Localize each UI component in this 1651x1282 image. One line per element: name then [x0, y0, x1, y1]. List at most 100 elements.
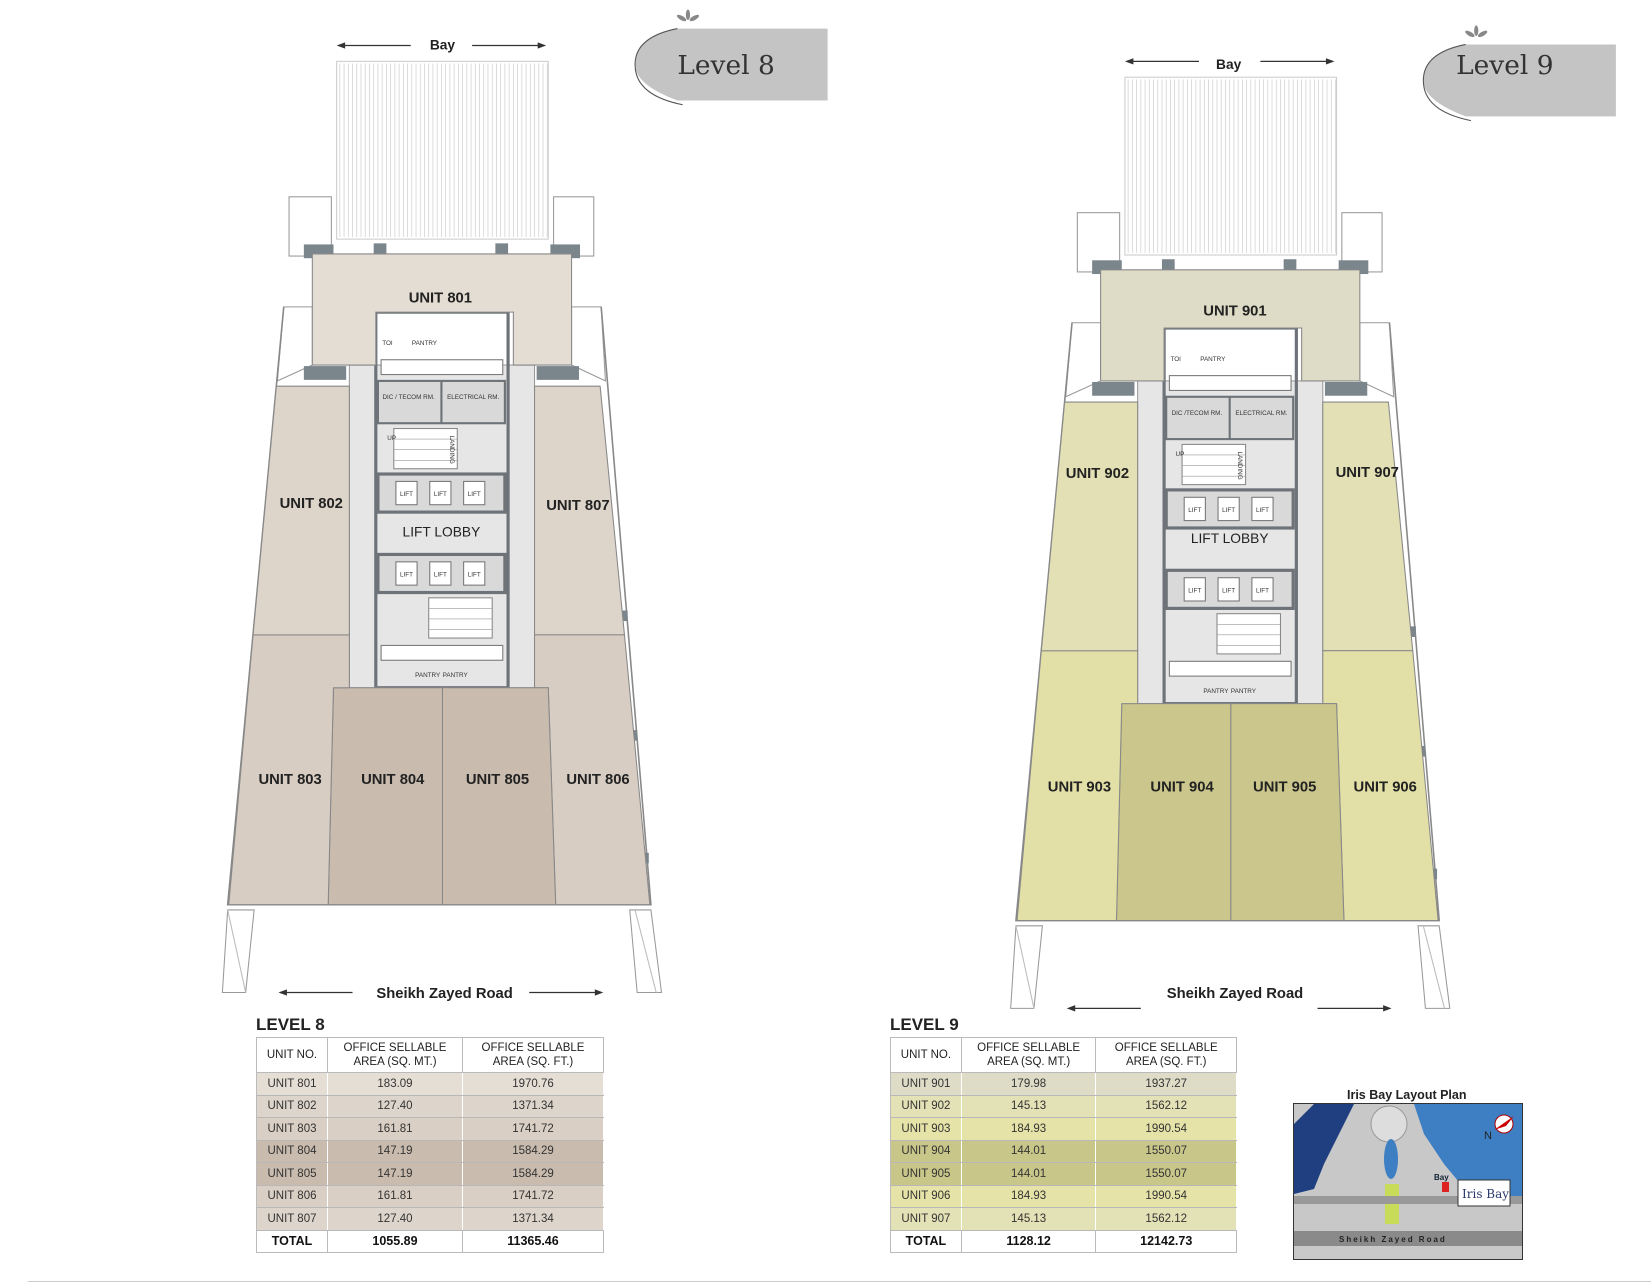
pantry-label: PANTRY — [412, 340, 438, 347]
pantry-label: PANTRY — [443, 672, 469, 679]
table-cell: UNIT 804 — [256, 1139, 328, 1163]
table-cell: 147.19 — [327, 1139, 463, 1163]
pantry-label: PANTRY — [1231, 688, 1257, 695]
unit-801-label: UNIT 801 — [409, 291, 472, 307]
unit-area-902 — [1040, 401, 1139, 652]
unit-906-label: UNIT 906 — [1354, 779, 1417, 795]
level-9-table-title: LEVEL 9 — [890, 1015, 959, 1034]
table-cell: 1562.12 — [1095, 1094, 1237, 1118]
column-header: OFFICE SELLABLE AREA (SQ. FT.) — [462, 1037, 604, 1073]
map-north-label: N — [1484, 1130, 1492, 1142]
level-9-tab: Level 9 — [1456, 50, 1553, 81]
layout-plan-title: Iris Bay Layout Plan — [1347, 1088, 1467, 1102]
toilet-label: TOI — [1171, 356, 1182, 363]
electrical-room-label: ELECTRICAL RM. — [1235, 410, 1287, 417]
lift-lobby-label: LIFT LOBBY — [403, 524, 481, 539]
unit-807-label: UNIT 807 — [546, 498, 609, 514]
table-cell: 1371.34 — [462, 1094, 604, 1118]
table-cell: UNIT 907 — [890, 1207, 962, 1231]
lift-label: LIFT — [1222, 588, 1235, 595]
column-header: OFFICE SELLABLE AREA (SQ. MT.) — [960, 1037, 1097, 1073]
unit-area-802 — [252, 385, 350, 636]
table-cell: 1741.72 — [462, 1184, 604, 1208]
unit-area-905 — [1230, 703, 1345, 922]
map-road-label: Sheikh Zayed Road — [1339, 1235, 1447, 1244]
table-cell: 1550.07 — [1095, 1162, 1237, 1186]
table-cell: UNIT 807 — [256, 1207, 328, 1231]
lift-label: LIFT — [468, 572, 481, 579]
table-cell: 1371.34 — [462, 1207, 604, 1231]
lift-label: LIFT — [434, 572, 447, 579]
dic-room-label: DIC /TECOM RM. — [1172, 410, 1223, 417]
unit-area-805 — [441, 687, 557, 906]
unit-903-label: UNIT 903 — [1048, 779, 1111, 795]
table-cell: UNIT 803 — [256, 1117, 328, 1141]
table-cell: 145.13 — [960, 1094, 1097, 1118]
total-cell: 1055.89 — [327, 1229, 463, 1253]
road-label: Sheikh Zayed Road — [1167, 986, 1304, 1002]
table-cell: 1741.72 — [462, 1117, 604, 1141]
total-cell: 11365.46 — [462, 1229, 604, 1253]
table-cell: UNIT 806 — [256, 1184, 328, 1208]
level-8-area-table: UNIT NO.OFFICE SELLABLE AREA (SQ. MT.)OF… — [256, 1037, 604, 1253]
table-cell: 183.09 — [327, 1072, 463, 1096]
total-cell: TOTAL — [890, 1229, 962, 1253]
level-8-floor-plan: Level 8 Bay Sheikh Zayed Road LIFT LOBBY… — [220, 7, 830, 1002]
table-cell: 161.81 — [327, 1184, 463, 1208]
table-cell: UNIT 905 — [890, 1162, 962, 1186]
toilet-label: TOI — [382, 340, 393, 347]
column-header: UNIT NO. — [256, 1037, 328, 1073]
unit-area-904 — [1115, 703, 1232, 922]
lift-label: LIFT — [434, 491, 447, 498]
table-cell: 147.19 — [327, 1162, 463, 1186]
unit-area-901 — [1100, 269, 1361, 382]
table-cell: 1550.07 — [1095, 1139, 1237, 1163]
level-8-tab: Level 8 — [677, 50, 774, 81]
table-cell: 1990.54 — [1095, 1117, 1237, 1141]
iris-bay-layout-map: Bay Sheikh Zayed Road N Iris Bay — [1293, 1103, 1523, 1260]
column-header: UNIT NO. — [890, 1037, 962, 1073]
lift-label: LIFT — [1256, 507, 1269, 514]
table-cell: UNIT 902 — [890, 1094, 962, 1118]
unit-805-label: UNIT 805 — [466, 772, 529, 788]
table-cell: UNIT 805 — [256, 1162, 328, 1186]
column-header: OFFICE SELLABLE AREA (SQ. MT.) — [327, 1037, 463, 1073]
table-cell: 144.01 — [960, 1139, 1097, 1163]
table-cell: 144.01 — [960, 1162, 1097, 1186]
table-cell: 1584.29 — [462, 1139, 604, 1163]
map-bay-label: Bay — [1434, 1173, 1449, 1182]
unit-802-label: UNIT 802 — [280, 496, 343, 512]
unit-907-label: UNIT 907 — [1336, 465, 1399, 481]
lift-label: LIFT — [1222, 507, 1235, 514]
total-cell: 12142.73 — [1095, 1229, 1237, 1253]
table-cell: 127.40 — [327, 1094, 463, 1118]
table-cell: 145.13 — [960, 1207, 1097, 1231]
lift-label: LIFT — [1188, 507, 1201, 514]
table-cell: UNIT 901 — [890, 1072, 962, 1096]
unit-904-label: UNIT 904 — [1150, 779, 1214, 795]
total-cell: 1128.12 — [960, 1229, 1097, 1253]
unit-901-label: UNIT 901 — [1203, 303, 1266, 319]
lift-label: LIFT — [1188, 588, 1201, 595]
table-cell: 1970.76 — [462, 1072, 604, 1096]
table-cell: UNIT 903 — [890, 1117, 962, 1141]
pantry-label: PANTRY — [1200, 356, 1226, 363]
column-header: OFFICE SELLABLE AREA (SQ. FT.) — [1095, 1037, 1237, 1073]
table-cell: 161.81 — [327, 1117, 463, 1141]
unit-905-label: UNIT 905 — [1253, 779, 1316, 795]
iris-bay-logo: Iris Bay — [1462, 1187, 1509, 1201]
table-cell: 127.40 — [327, 1207, 463, 1231]
